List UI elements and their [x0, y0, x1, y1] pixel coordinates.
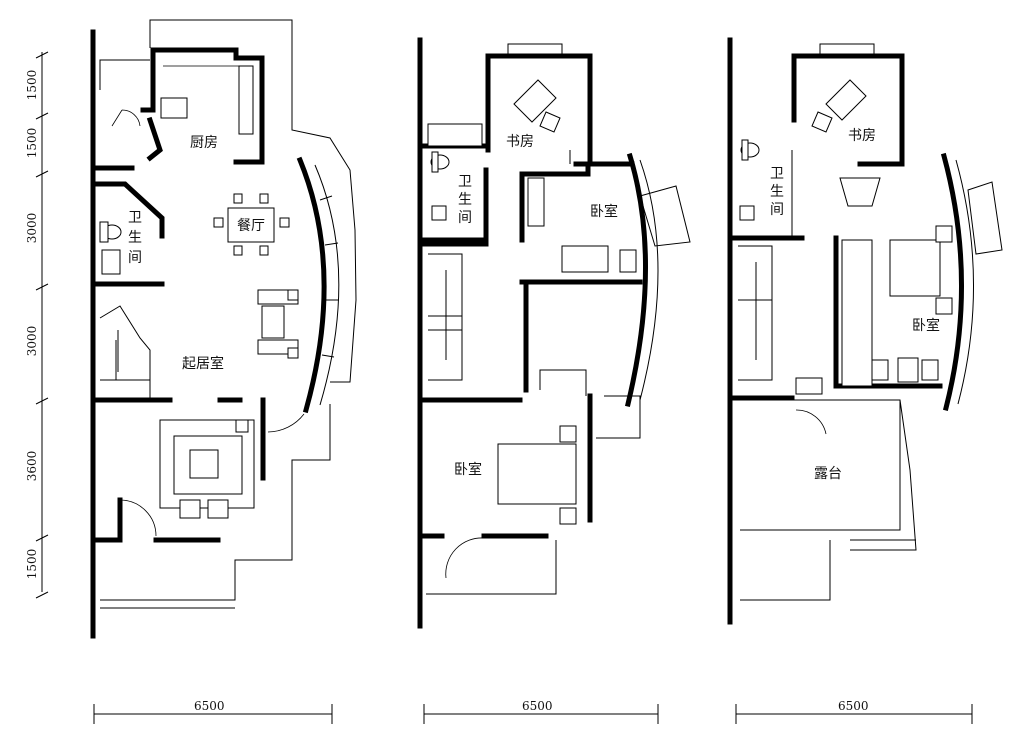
- dimension-label-6: 1500: [25, 549, 39, 580]
- width-label-plan-1: 6500: [194, 699, 225, 713]
- dimension-label-1: 1500: [25, 70, 39, 101]
- dimension-label-4: 3000: [25, 326, 39, 357]
- width-dimension-plan-3: 6500: [735, 699, 973, 724]
- room-bedroom-upper-2f: 卧室: [590, 203, 618, 220]
- room-bathroom-char-3-3f: 间: [770, 202, 784, 218]
- room-bathroom-char-2-3f: 生: [770, 184, 784, 200]
- room-bathroom-char-2: 生: [128, 230, 142, 246]
- dimension-label-3: 3000: [25, 213, 39, 244]
- width-label-plan-3: 6500: [838, 699, 869, 713]
- room-bathroom-char-3-2f: 间: [458, 210, 472, 226]
- room-bathroom-char-3: 间: [128, 250, 142, 266]
- ground-floor-plan: [90, 19, 357, 639]
- width-dimension-plan-2: 6500: [423, 699, 659, 724]
- second-floor-plan: [417, 37, 691, 629]
- ground-floor-labels: 厨房 餐厅 起居室 卫 生 间: [128, 135, 265, 372]
- second-floor-labels: 书房 卧室 卧室 卫 生 间: [454, 134, 618, 478]
- room-kitchen: 厨房: [190, 135, 218, 151]
- room-study-3f: 书房: [848, 128, 876, 144]
- room-living: 起居室: [182, 355, 224, 372]
- room-bathroom-char-2-2f: 生: [458, 192, 472, 208]
- room-bathroom-char-1-2f: 卫: [458, 174, 472, 190]
- dimension-label-2: 1500: [25, 128, 39, 159]
- vertical-dimension-chain: 1500 1500 3000 3000 3600 1500: [25, 51, 49, 599]
- room-dining: 餐厅: [237, 218, 265, 234]
- third-floor-labels: 书房 卧室 露台 卫 生 间: [770, 128, 940, 482]
- room-bedroom-lower-2f: 卧室: [454, 461, 482, 478]
- width-label-plan-2: 6500: [522, 699, 553, 713]
- third-floor-plan: [727, 37, 1003, 625]
- width-dimension-plan-1: 6500: [93, 699, 333, 724]
- room-terrace-3f: 露台: [814, 466, 842, 482]
- room-study-2f: 书房: [506, 134, 534, 150]
- room-bathroom-char-1: 卫: [128, 210, 142, 226]
- room-bedroom-3f: 卧室: [912, 317, 940, 334]
- room-bathroom-char-1-3f: 卫: [770, 166, 784, 182]
- dimension-label-5: 3600: [25, 451, 39, 482]
